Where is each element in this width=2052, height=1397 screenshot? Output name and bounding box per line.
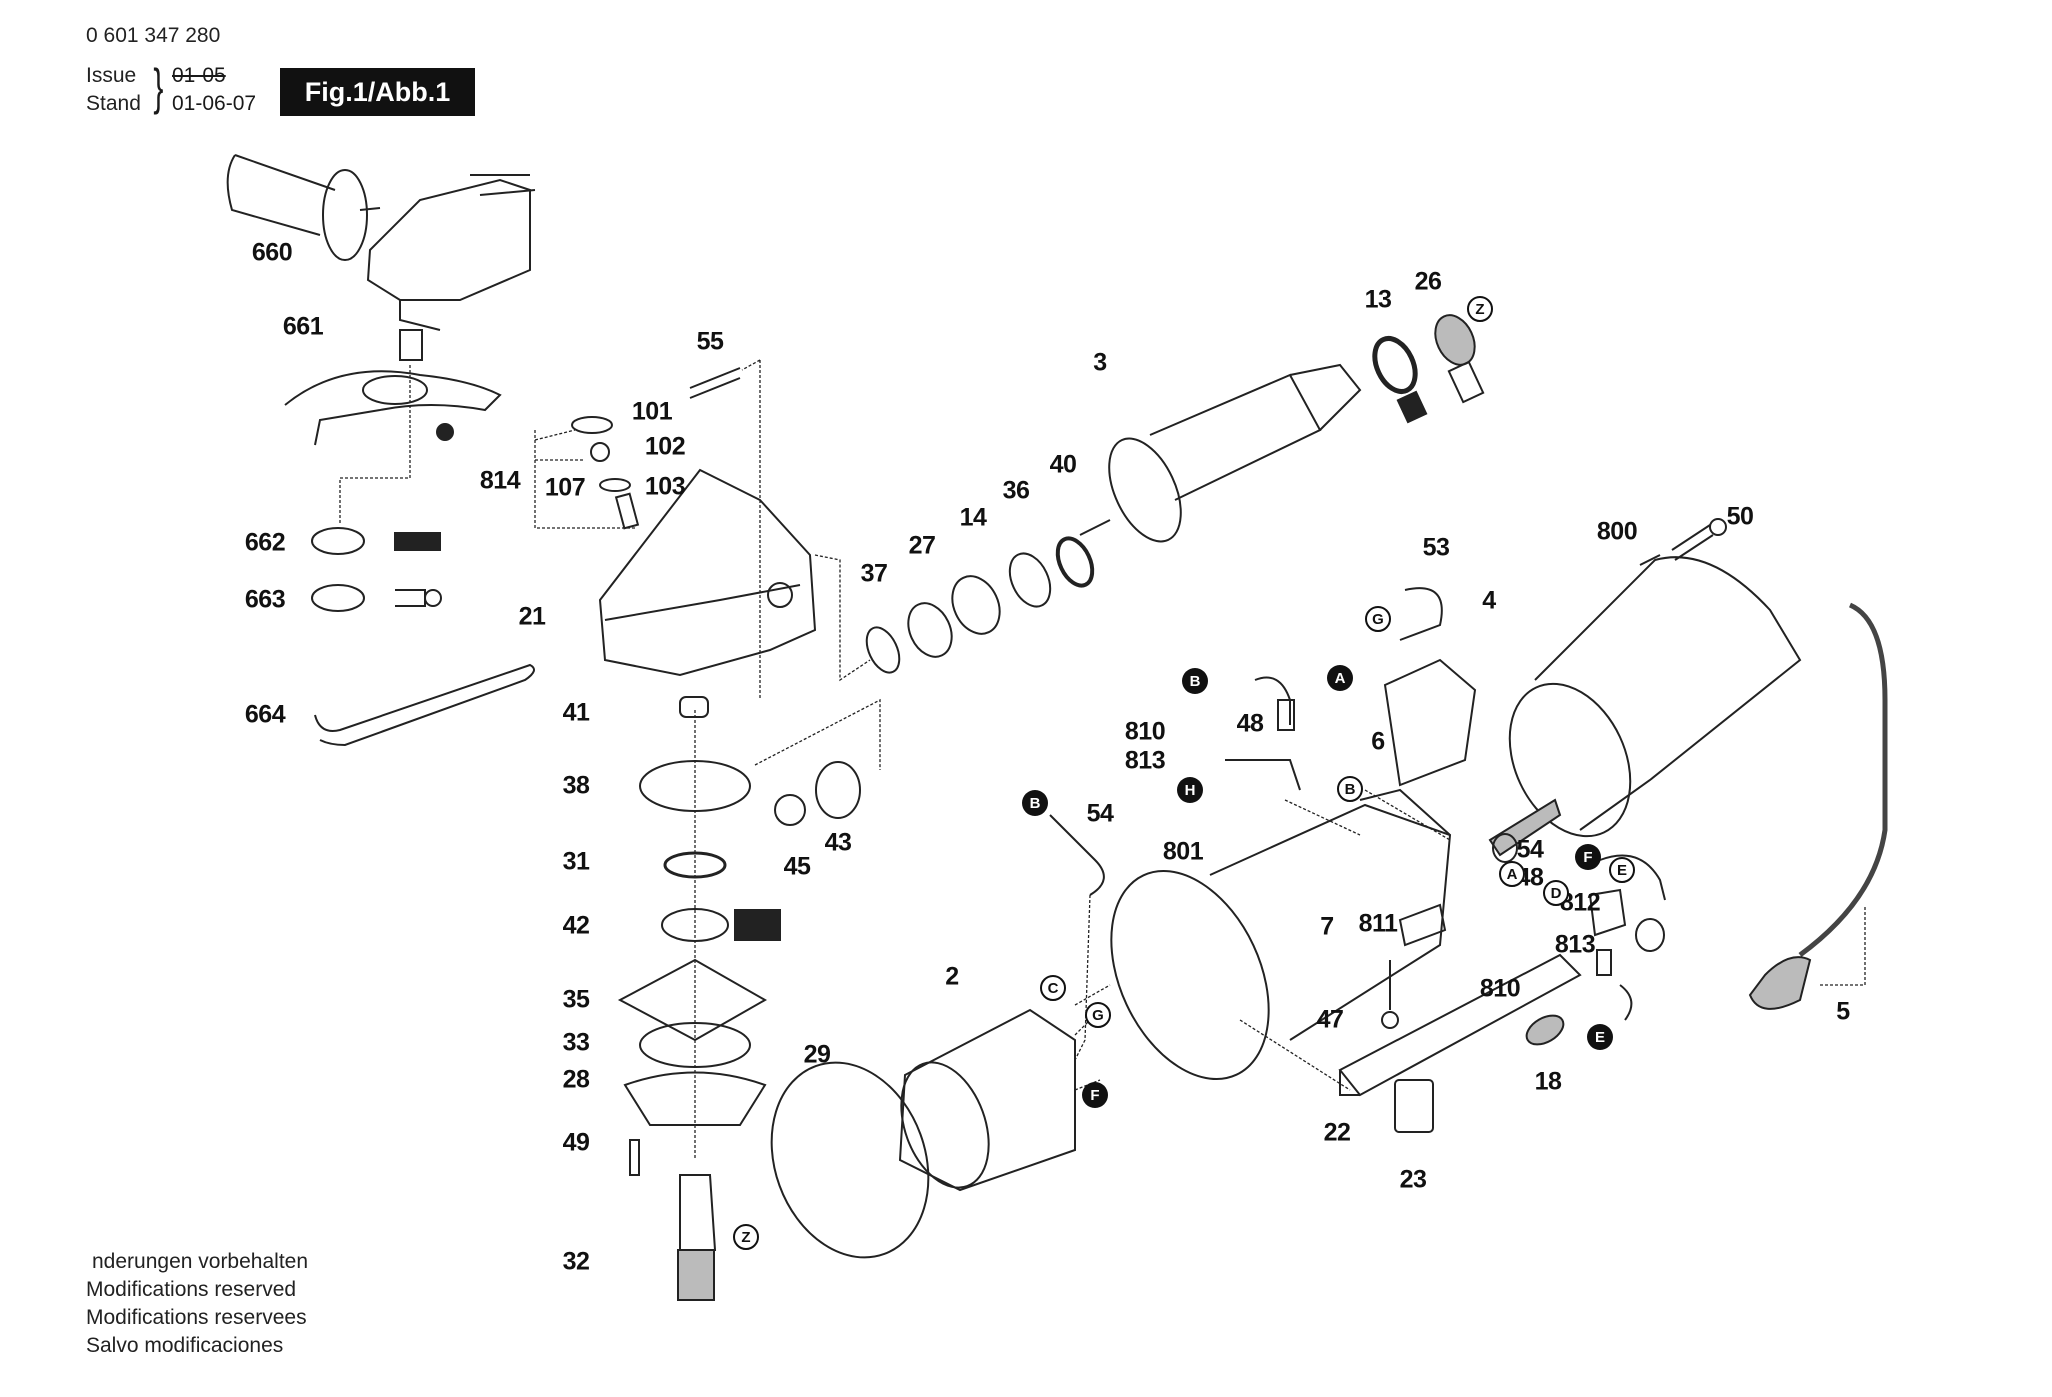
connector-c: C — [1040, 975, 1066, 1001]
label-662: 662 — [244, 528, 286, 557]
guard-661 — [284, 370, 502, 446]
label-801: 801 — [1162, 837, 1204, 866]
label-13: 13 — [1364, 285, 1392, 314]
label-21: 21 — [518, 602, 546, 631]
label-26: 26 — [1414, 267, 1442, 296]
label-660: 660 — [251, 238, 293, 267]
label-27: 27 — [908, 531, 936, 560]
side-handle-660 — [226, 154, 381, 261]
label-53: 53 — [1422, 533, 1450, 562]
label-37: 37 — [860, 559, 888, 588]
label-45: 45 — [783, 852, 811, 881]
issue-label: Issue — [86, 64, 137, 87]
rear-housing-800 — [1488, 556, 1802, 863]
label-33: 33 — [562, 1028, 590, 1057]
label-32: 32 — [562, 1247, 590, 1276]
armature-3 — [1079, 363, 1362, 543]
label-28: 28 — [562, 1065, 590, 1094]
connector-e-right: E — [1609, 857, 1635, 883]
label-800: 800 — [1596, 517, 1638, 546]
label-4: 4 — [1482, 586, 1496, 615]
connector-a-low: A — [1499, 861, 1525, 887]
label-38: 38 — [562, 771, 590, 800]
label-35: 35 — [562, 985, 590, 1014]
label-813-right: 813 — [1554, 930, 1596, 959]
label-810-right: 810 — [1479, 974, 1521, 1003]
label-811: 811 — [1358, 909, 1398, 938]
label-102: 102 — [644, 432, 686, 461]
figure-title: Fig.1/Abb.1 — [280, 68, 475, 116]
label-41: 41 — [562, 698, 590, 727]
label-7: 7 — [1320, 912, 1334, 941]
connector-b-wire: B — [1022, 790, 1048, 816]
label-5: 5 — [1836, 997, 1850, 1026]
label-22: 22 — [1323, 1118, 1351, 1147]
label-31: 31 — [562, 847, 590, 876]
label-29: 29 — [803, 1040, 831, 1069]
bearing-row — [865, 536, 1095, 674]
footer-line-fr: Modifications reservees — [86, 1306, 307, 1329]
label-55: 55 — [696, 327, 724, 356]
current-date: 01-06-07 — [172, 92, 257, 115]
label-43: 43 — [824, 828, 852, 857]
label-48-top: 48 — [1236, 709, 1264, 738]
label-664: 664 — [244, 700, 286, 729]
label-663: 663 — [244, 585, 286, 614]
brace-symbol: } — [153, 59, 164, 115]
label-54-left: 54 — [1086, 799, 1114, 828]
connector-f-right: F — [1575, 844, 1601, 870]
label-810-top: 810 — [1124, 717, 1166, 746]
gear-housing-21 — [598, 468, 817, 677]
label-40: 40 — [1049, 450, 1077, 479]
stand-label: Stand — [86, 92, 141, 115]
connector-g-top: G — [1365, 606, 1391, 632]
label-47: 47 — [1316, 1005, 1344, 1034]
label-14: 14 — [959, 503, 987, 532]
connector-h: H — [1177, 777, 1203, 803]
label-50: 50 — [1726, 502, 1754, 531]
spanner-664 — [314, 663, 535, 747]
switch-slider-22 — [1338, 953, 1582, 1097]
label-3: 3 — [1093, 348, 1107, 377]
label-18: 18 — [1534, 1067, 1562, 1096]
label-103: 103 — [644, 472, 686, 501]
connector-b-mid: B — [1337, 776, 1363, 802]
footer-line-en: Modifications reserved — [86, 1278, 297, 1301]
label-661: 661 — [282, 312, 324, 341]
fan-baffle-29 — [770, 1061, 930, 1259]
motor-housing-801 — [1110, 788, 1452, 1080]
grinder-head — [366, 174, 536, 361]
label-814: 814 — [479, 466, 521, 495]
switch-button-23 — [1394, 1079, 1434, 1133]
connector-z-top: Z — [1467, 296, 1493, 322]
label-49: 49 — [562, 1128, 590, 1157]
connector-g-stator: G — [1085, 1002, 1111, 1028]
connector-f-stator: F — [1082, 1082, 1108, 1108]
part-number: 0 601 347 280 — [86, 24, 221, 47]
label-107: 107 — [544, 473, 586, 502]
label-23: 23 — [1399, 1165, 1427, 1194]
connector-e-low: E — [1587, 1024, 1613, 1050]
footer-line-es: Salvo modificaciones — [86, 1334, 284, 1357]
flanges — [311, 527, 443, 612]
connector-z-low: Z — [733, 1224, 759, 1250]
connector-b-top: B — [1182, 668, 1208, 694]
dates: 01-05 01-06-07 — [172, 62, 256, 118]
label-36: 36 — [1002, 476, 1030, 505]
label-54-right: 54 — [1516, 835, 1544, 864]
gear-stack — [617, 696, 781, 1301]
stator-2 — [898, 1008, 1076, 1192]
connector-a-top: A — [1327, 665, 1353, 691]
label-6: 6 — [1371, 727, 1385, 756]
label-813-top: 813 — [1124, 746, 1166, 775]
old-date: 01-05 — [172, 64, 226, 87]
label-2: 2 — [945, 962, 959, 991]
label-42: 42 — [562, 911, 590, 940]
label-101: 101 — [631, 397, 673, 426]
issue-stand-labels: Issue Stand — [86, 62, 141, 118]
modifications-notice: nderungen vorbehalten Modifications rese… — [86, 1248, 308, 1360]
footer-line-de: nderungen vorbehalten — [92, 1250, 309, 1273]
connector-d: D — [1543, 880, 1569, 906]
